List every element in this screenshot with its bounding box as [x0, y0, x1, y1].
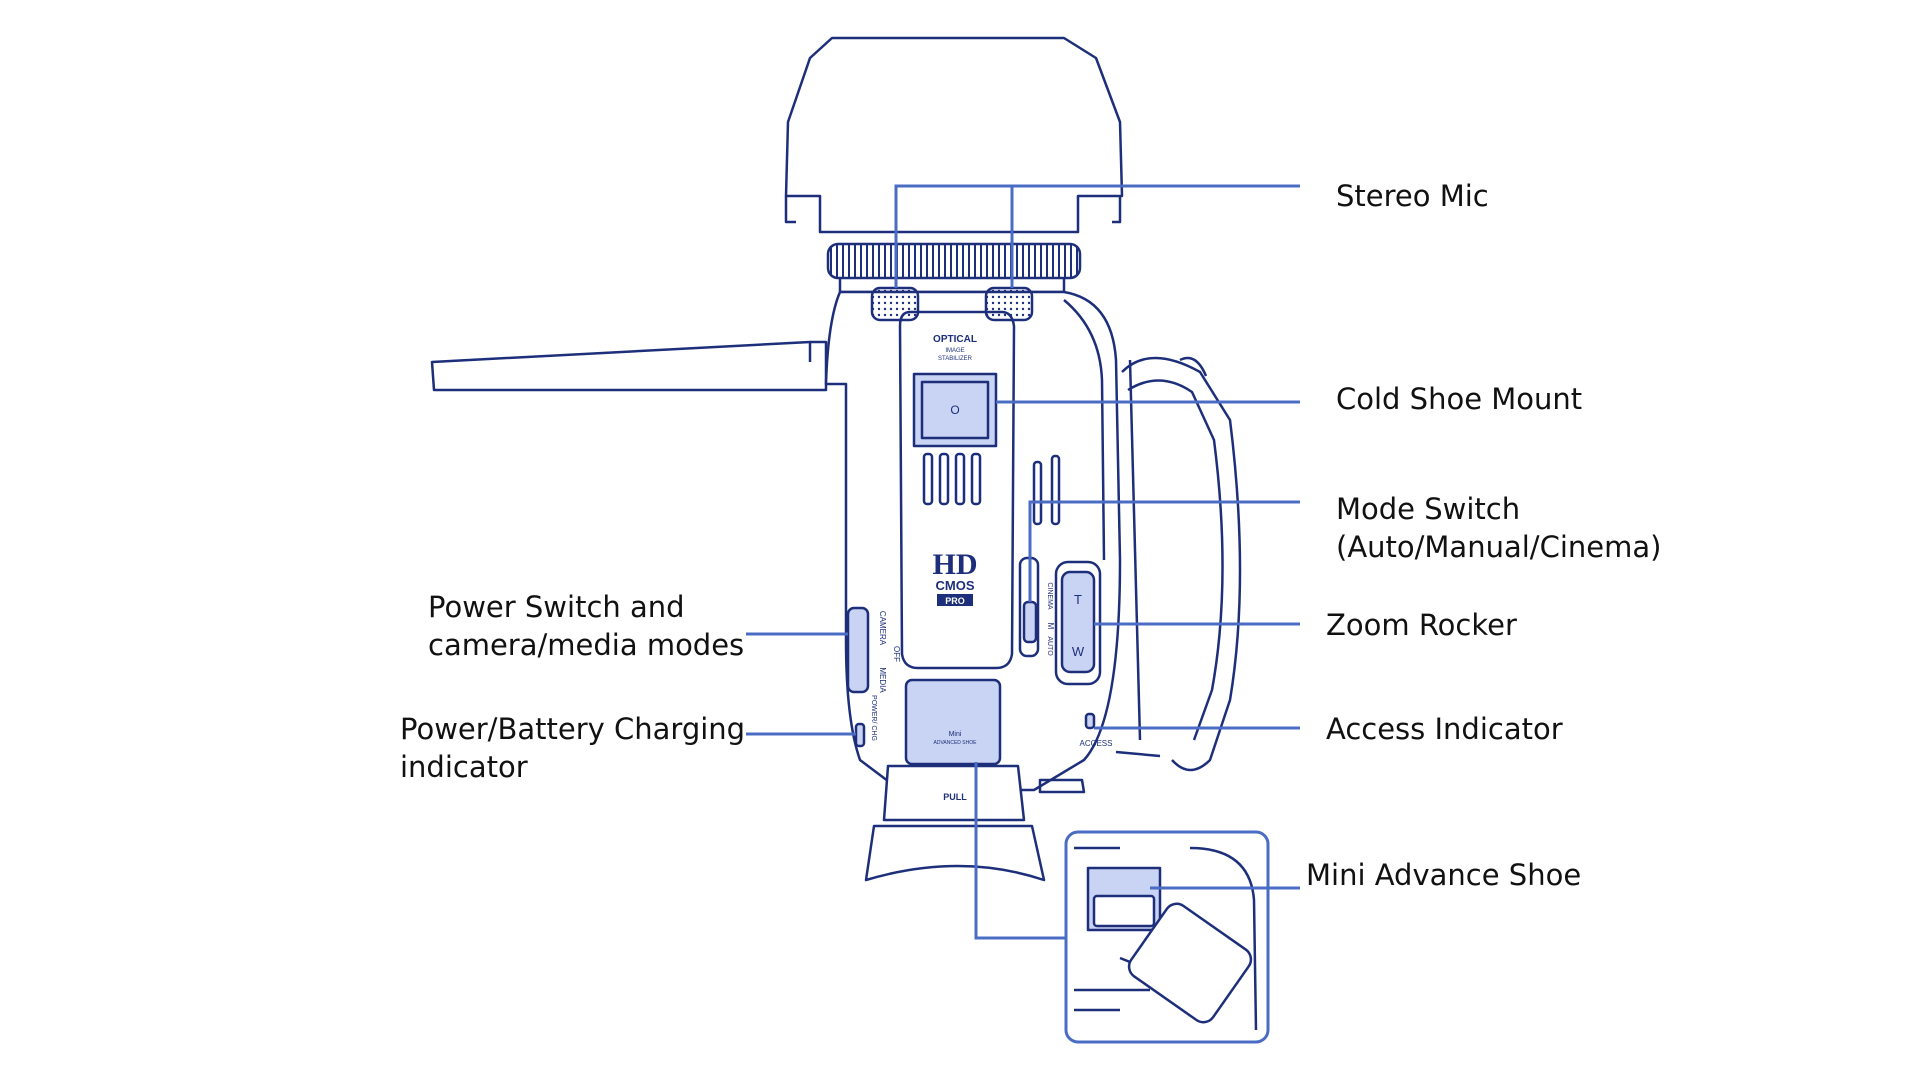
power-led-label-2: indicator: [400, 750, 528, 784]
access-indicator-label: Access Indicator: [1326, 712, 1563, 746]
cinema-text: CINEMA: [1046, 582, 1053, 610]
label-power-led: Power/Battery Charging indicator: [400, 710, 745, 786]
m-text: M: [1046, 623, 1055, 630]
hand-strap: [1121, 356, 1242, 772]
mode-switch-leader: [1028, 500, 1300, 602]
advanced-shoe-text: ADVANCED SHOE: [934, 740, 978, 746]
camera-mode-text: CAMERA: [878, 611, 887, 646]
stereo-mic-label: Stereo Mic: [1336, 179, 1489, 213]
stereo-mic-left: [870, 286, 920, 322]
power-switch: [846, 606, 870, 694]
focus-ring: [826, 242, 1082, 280]
mini-shoe-cover-open: [1127, 902, 1253, 1024]
zoom-rocker: [1060, 570, 1096, 674]
power-chg-text: POWER/ CHG: [870, 695, 877, 741]
power-led-label: Power/Battery Charging: [400, 712, 746, 746]
label-mode-switch: Mode Switch (Auto/Manual/Cinema): [1336, 490, 1661, 566]
label-power-switch: Power Switch and camera/media modes: [428, 588, 744, 664]
mini-text: Mini: [949, 731, 962, 738]
callout-lines: [746, 184, 1300, 940]
shoe-o-text: O: [950, 403, 959, 417]
power-switch-label: Power Switch and: [428, 590, 685, 624]
zoom-rocker-label: Zoom Rocker: [1326, 608, 1517, 642]
power-switch-modes: camera/media modes: [428, 628, 745, 662]
auto-text: AUTO: [1046, 636, 1053, 656]
stereo-mic-leader: [894, 184, 1300, 288]
media-text: MEDIA: [878, 667, 887, 693]
zoom-w-text: W: [1072, 644, 1085, 659]
optical-text: OPTICAL: [933, 334, 977, 345]
lens-hood: [784, 36, 1124, 234]
off-text: OFF: [892, 646, 901, 662]
image-text: IMAGE: [945, 348, 964, 354]
power-led: [854, 722, 866, 748]
label-access-indicator: Access Indicator: [1326, 710, 1563, 748]
label-zoom-rocker: Zoom Rocker: [1326, 606, 1517, 644]
eyecup: [864, 824, 1046, 882]
zoom-t-text: T: [1074, 592, 1082, 607]
lcd-screen: [430, 340, 828, 392]
stereo-mic-right: [984, 286, 1034, 322]
cold-shoe-label: Cold Shoe Mount: [1336, 382, 1583, 416]
access-led: [1084, 712, 1096, 730]
label-cold-shoe: Cold Shoe Mount: [1336, 380, 1582, 418]
label-mini-shoe: Mini Advance Shoe: [1306, 856, 1581, 894]
label-stereo-mic: Stereo Mic: [1336, 177, 1489, 215]
vent-slots: [922, 452, 982, 506]
mini-shoe-label: Mini Advance Shoe: [1306, 858, 1582, 892]
hd-logo: HD: [933, 548, 978, 581]
pull-text: PULL: [943, 792, 967, 802]
pro-text: PRO: [945, 596, 965, 606]
access-text: ACCESS: [1080, 739, 1113, 748]
cmos-text: CMOS: [936, 578, 975, 593]
mini-shoe-cover: [904, 678, 1002, 766]
mode-switch: [1022, 600, 1038, 644]
mini-shoe-leader-2: [974, 762, 1066, 940]
stabilizer-text: STABILIZER: [938, 356, 973, 362]
mode-switch-options: (Auto/Manual/Cinema): [1336, 530, 1662, 564]
mode-switch-label: Mode Switch: [1336, 492, 1521, 526]
